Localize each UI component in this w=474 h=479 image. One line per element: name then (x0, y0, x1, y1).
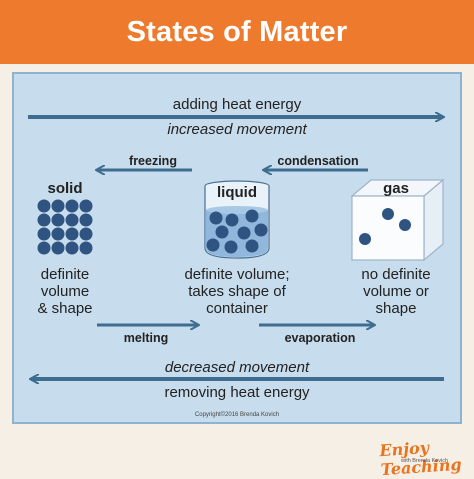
gas-desc-line: volume or (363, 283, 429, 300)
increased-movement-label: increased movement (167, 121, 307, 138)
liquid-desc-line: takes shape of (188, 283, 286, 300)
heat-added-label: adding heat energy (172, 96, 302, 113)
heat-removed-label: removing heat energy (164, 384, 310, 401)
liquid-desc-line: definite volume; (184, 266, 290, 283)
gas-desc-line: no definite (361, 266, 431, 283)
solid-desc-line: & shape (37, 300, 93, 317)
copyright-text: Copyright©2016 Brenda Kovich (194, 412, 280, 418)
solid-desc-line: definite (40, 266, 90, 283)
gas-desc-line: shape (375, 300, 417, 317)
liquid-desc-line: container (206, 300, 268, 317)
solid-title: solid (47, 180, 83, 197)
condensation-label: condensation (277, 154, 359, 168)
title-bar: States of Matter (0, 0, 474, 64)
solid-description: definite volume & shape (37, 266, 92, 317)
liquid-description: definite volume; takes shape of containe… (184, 266, 289, 317)
solid-desc-line: volume (40, 283, 90, 300)
freezing-label: freezing (129, 154, 177, 168)
decreased-movement-label: decreased movement (164, 359, 310, 376)
evaporation-label: evaporation (284, 331, 356, 345)
solid-particles (37, 199, 93, 255)
enjoy-teaching-logo: Enjoy Teaching (378, 437, 463, 479)
page-title: States of Matter (126, 15, 348, 48)
gas-description: no definite volume or shape (361, 266, 430, 317)
gas-cube (350, 178, 445, 262)
gas-title: gas (383, 180, 409, 197)
logo-subtitle: with Brenda Kovich (401, 458, 449, 464)
gas-particles (359, 208, 411, 245)
melting-label: melting (123, 331, 169, 345)
liquid-title: liquid (217, 184, 257, 201)
liquid-particles (206, 209, 268, 254)
